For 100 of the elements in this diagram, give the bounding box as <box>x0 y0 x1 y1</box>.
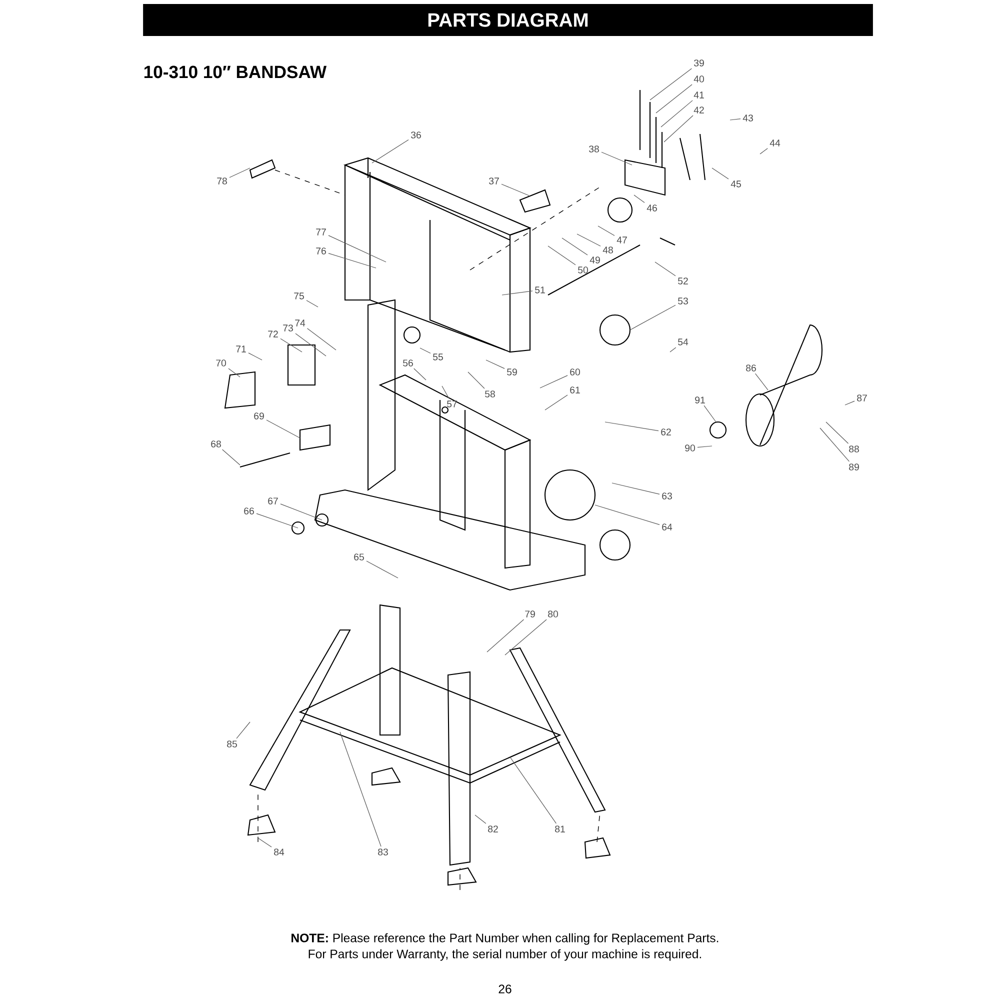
callout-number: 70 <box>216 360 226 366</box>
callout-number: 84 <box>274 848 284 856</box>
callout-number: 55 <box>433 354 443 360</box>
leader-line <box>660 100 693 128</box>
callout-number: 68 <box>211 440 221 448</box>
callout-number: 82 <box>488 826 498 832</box>
callout-number: 49 <box>590 256 600 264</box>
callout-number: 47 <box>616 236 627 244</box>
leader-line <box>236 722 250 739</box>
callout-number: 66 <box>244 508 254 514</box>
callout-number: 44 <box>770 140 780 146</box>
leader-line <box>229 168 250 178</box>
leader-line <box>486 360 505 369</box>
callout-number: 59 <box>507 368 517 376</box>
leader-line <box>634 194 645 203</box>
callout-number: 57 <box>447 400 457 408</box>
leader-line <box>630 304 676 330</box>
callout-number: 76 <box>316 248 326 254</box>
callout-number: 74 <box>295 320 306 326</box>
leader-line <box>474 814 486 824</box>
callout-number: 90 <box>685 444 695 452</box>
callout-number: 73 <box>283 324 293 332</box>
leader-line <box>548 246 576 266</box>
callout-number: 89 <box>849 464 859 470</box>
callout-number: 65 <box>354 554 364 560</box>
leader-line <box>544 394 568 410</box>
callout-number: 51 <box>535 286 545 294</box>
leader-line <box>468 372 485 389</box>
callout-number: 43 <box>742 114 753 122</box>
callout-number: 52 <box>678 278 688 284</box>
leader-line <box>501 184 530 196</box>
callout-number: 87 <box>857 394 867 402</box>
leader-line <box>562 238 588 256</box>
leader-line <box>486 619 524 652</box>
leader-line <box>328 235 386 262</box>
leader-line <box>656 84 692 114</box>
leader-line <box>366 560 398 578</box>
leader-line <box>604 422 659 432</box>
callout-number: 88 <box>849 446 859 452</box>
callout-number: 38 <box>589 146 599 152</box>
callout-number: 56 <box>403 360 413 366</box>
note-text: For Parts under Warranty, the serial number of your machine is required. <box>308 949 702 961</box>
leader-line <box>670 347 676 352</box>
callout-number: 69 <box>254 412 264 420</box>
leader-line <box>414 368 426 380</box>
leader-line <box>222 449 240 466</box>
leader-line <box>612 482 660 495</box>
leader-line <box>295 333 326 356</box>
callout-number: 83 <box>378 848 388 856</box>
note-text: NOTE: Please reference the Part Number when calling for Replacement Parts. <box>292 933 718 945</box>
page-number: 26 <box>498 984 512 994</box>
leader-line <box>340 732 382 847</box>
callout-number: 48 <box>602 246 613 254</box>
leader-line <box>328 253 376 268</box>
leader-line <box>540 375 568 388</box>
leader-line <box>504 619 547 656</box>
callout-number: 67 <box>268 498 278 504</box>
callout-number: 50 <box>578 266 588 274</box>
leader-line <box>442 386 450 399</box>
callout-number: 71 <box>236 346 246 352</box>
leader-line <box>754 373 768 390</box>
callout-number: 61 <box>570 386 580 394</box>
callout-number: 45 <box>730 180 741 188</box>
leader-line <box>594 504 660 526</box>
leader-line <box>664 115 694 142</box>
callout-number: 42 <box>694 106 704 114</box>
leader-line <box>712 168 729 180</box>
leader-line <box>844 400 855 406</box>
callout-number: 80 <box>548 610 558 618</box>
callout-number: 63 <box>662 492 672 500</box>
leader-line <box>280 338 302 352</box>
subtitle: 10-310 10″ BANDSAW <box>144 66 327 78</box>
callout-number: 72 <box>268 330 278 338</box>
callout-number: 77 <box>316 228 326 236</box>
callout-number: 62 <box>661 428 671 436</box>
leader-line <box>372 139 409 164</box>
callout-number: 53 <box>678 298 688 304</box>
callout-number: 54 <box>678 338 688 346</box>
leader-line <box>248 352 262 360</box>
leader-line <box>697 446 712 448</box>
title-bar: PARTS DIAGRAM <box>143 4 873 36</box>
callout-number: 86 <box>746 364 756 372</box>
leader-line <box>280 504 322 520</box>
leader-line <box>704 405 716 422</box>
callout-number: 36 <box>411 132 421 138</box>
leader-line <box>650 68 692 100</box>
callout-number: 41 <box>694 92 704 98</box>
callout-number: 91 <box>695 396 705 404</box>
leader-line <box>266 420 300 438</box>
leader-line <box>306 300 318 308</box>
callout-number: 75 <box>294 292 304 300</box>
callout-number: 81 <box>555 826 565 832</box>
leader-line <box>601 152 632 166</box>
leader-line <box>576 234 601 246</box>
callout-number: 60 <box>570 368 580 376</box>
leader-line <box>502 290 533 296</box>
leader-line <box>820 428 850 462</box>
callout-number: 40 <box>694 76 704 82</box>
leader-line <box>730 118 741 120</box>
callout-number: 39 <box>694 60 704 66</box>
